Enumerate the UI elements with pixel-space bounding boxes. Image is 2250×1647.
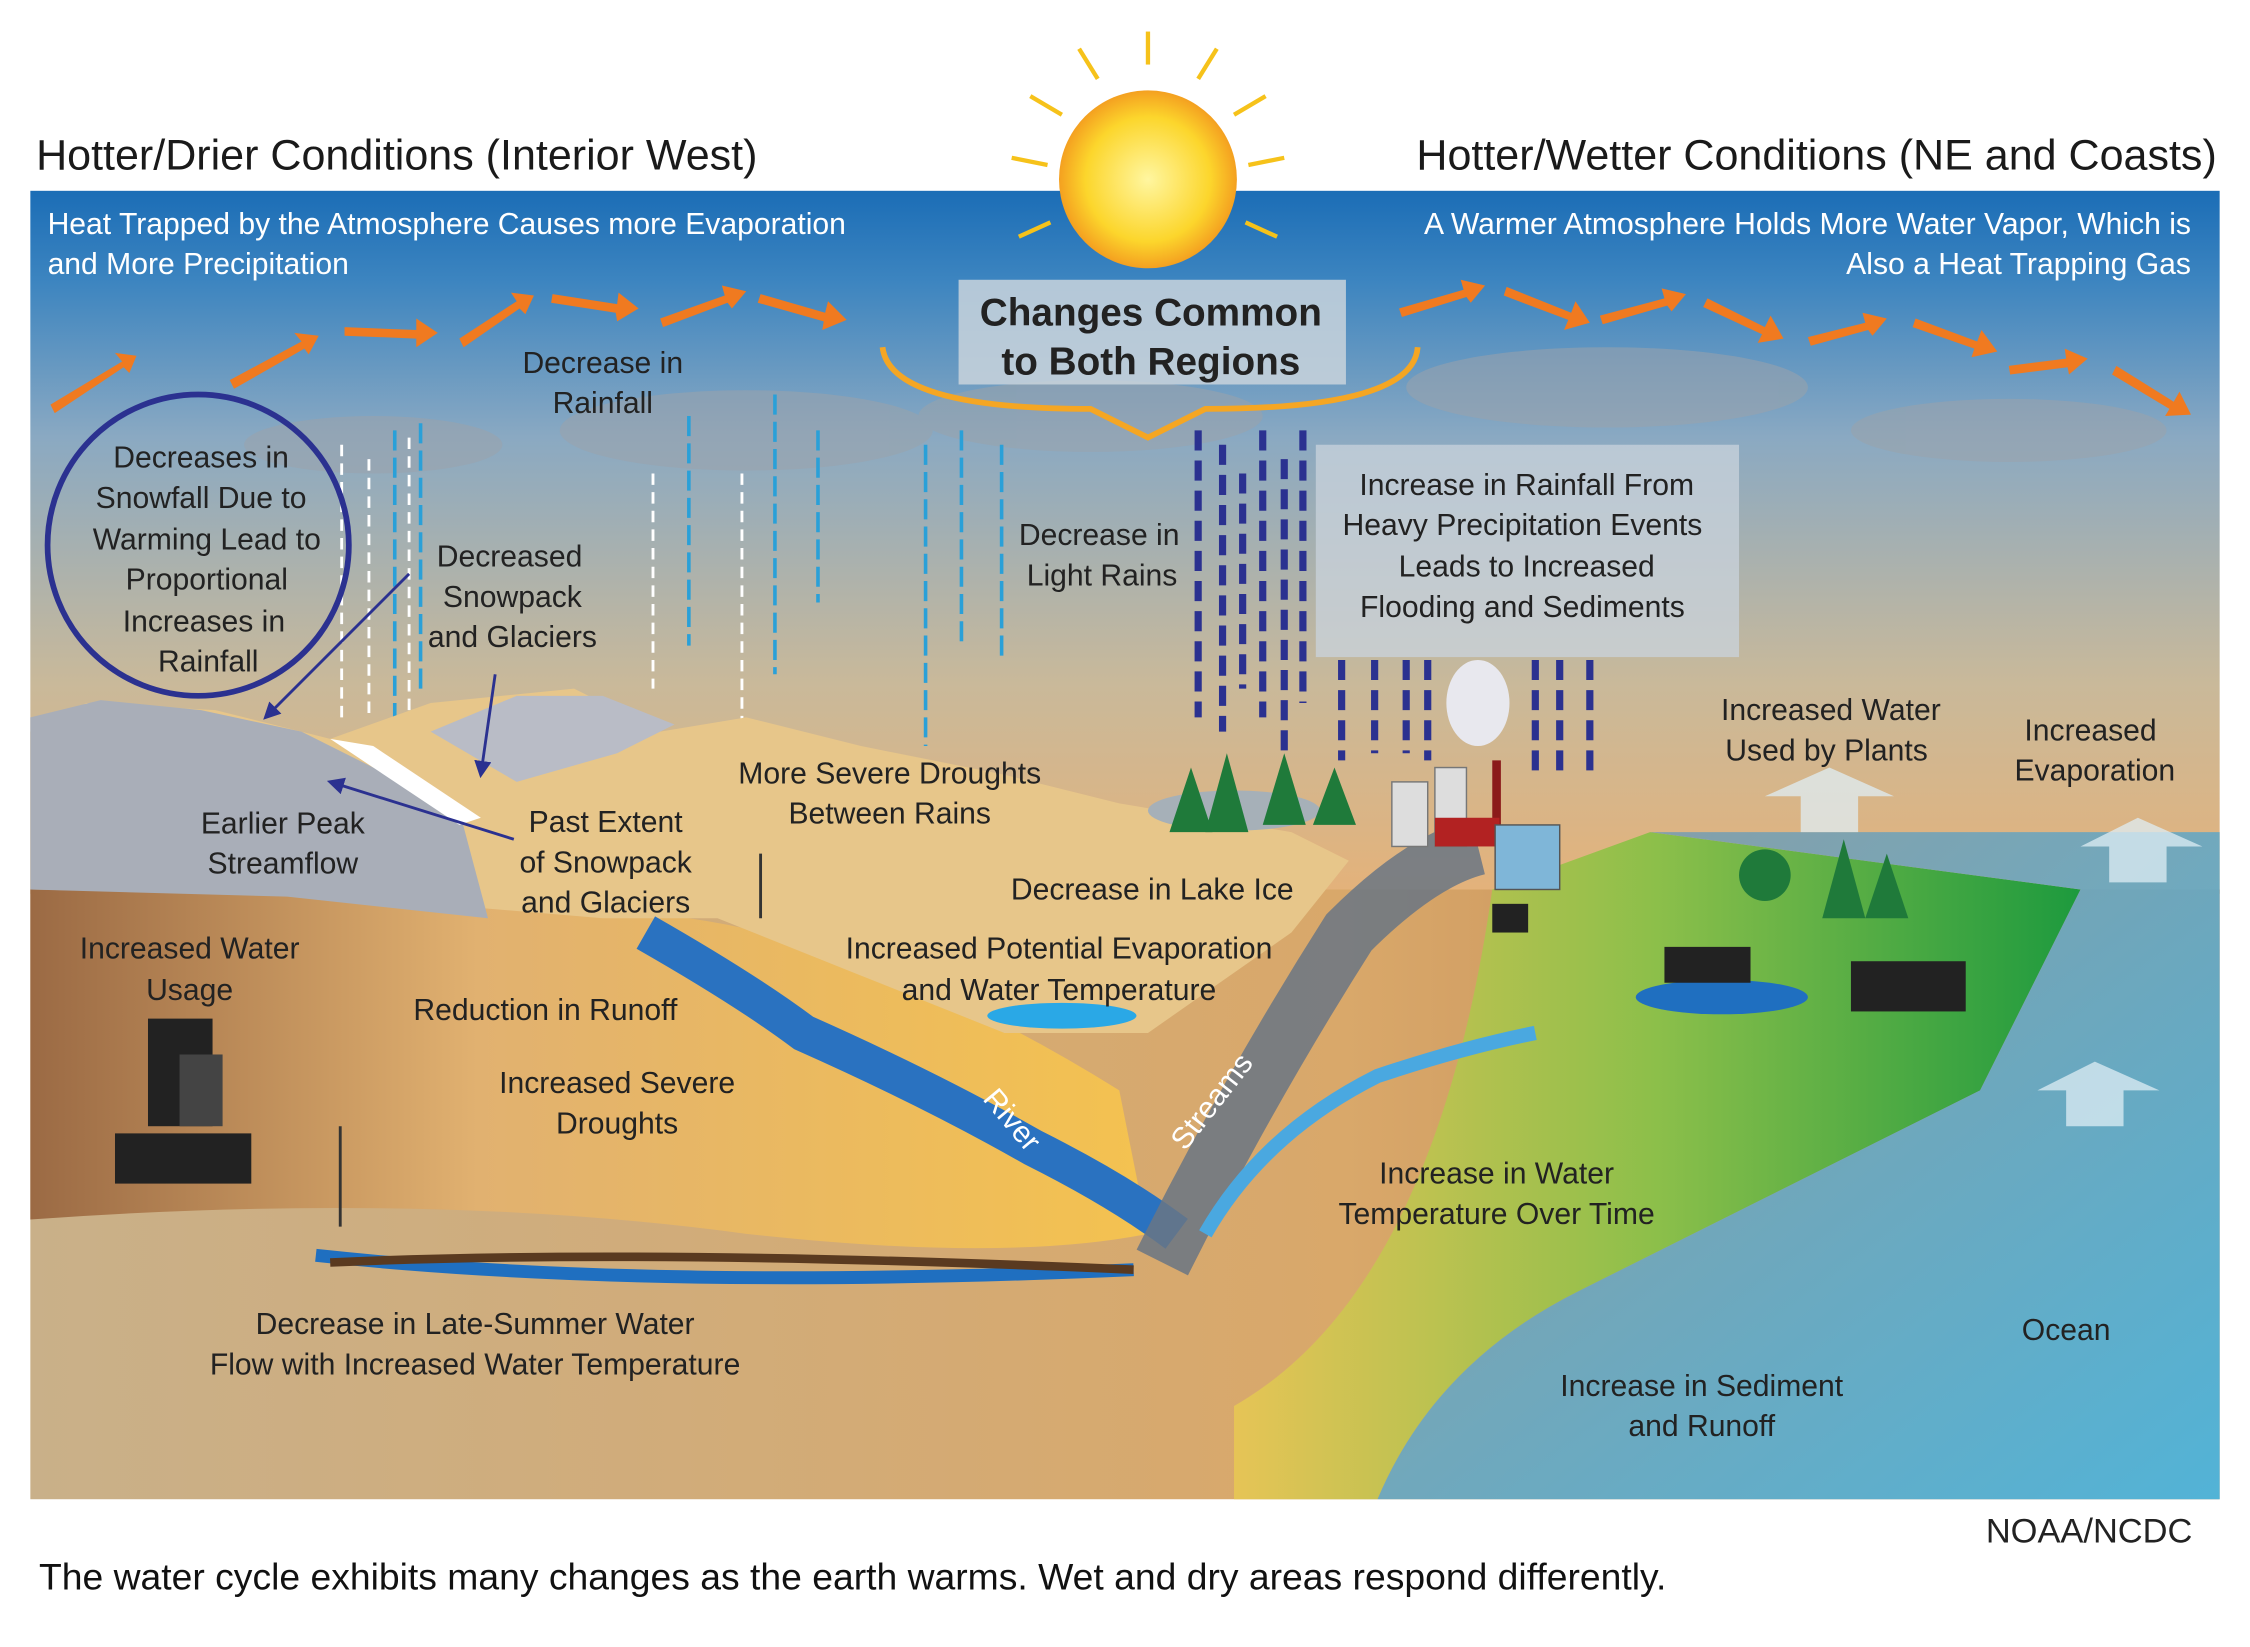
riverbed: [329, 1252, 1134, 1274]
label-heavy-2: Heavy Precipitation Events: [1342, 509, 1702, 542]
label-past-extent-1: Past Extent: [529, 806, 684, 839]
label-sediment-1: Increase in Sediment: [1560, 1370, 1843, 1403]
label-droughts-between-1: More Severe Droughts: [738, 757, 1041, 790]
light-rain: [392, 394, 1004, 747]
header-right-line1: A Warmer Atmosphere Holds More Water Vap…: [1424, 208, 2191, 241]
label-past-extent-3: and Glaciers: [521, 886, 690, 919]
label-snowfall-1: Decreases in: [113, 442, 289, 475]
label-light-rains-1: Decrease in: [1019, 519, 1180, 552]
mountain-left: [30, 700, 489, 919]
label-earlier-peak-1: Earlier Peak: [201, 808, 366, 841]
label-past-extent-2: of Snowpack: [519, 846, 692, 879]
label-snowfall-6: Rainfall: [158, 645, 258, 678]
factory-icon: [1391, 659, 1561, 891]
label-water-temp-1: Increase in Water: [1379, 1158, 1614, 1191]
label-snowfall-5: Increases in: [123, 605, 285, 638]
credit: NOAA/NCDC: [1986, 1512, 2193, 1550]
clouds: [244, 347, 2167, 474]
streams: [1136, 818, 1486, 1276]
label-water-usage-2: Usage: [146, 974, 233, 1007]
label-sediment-2: and Runoff: [1628, 1410, 1775, 1443]
label-snowpack-3: and Glaciers: [428, 621, 597, 654]
dry-land: [30, 889, 1148, 1249]
label-heavy-4: Flooding and Sediments: [1360, 591, 1685, 624]
label-snowfall-3: Warming Lead to: [93, 523, 321, 556]
river: [636, 916, 1188, 1249]
label-snowpack-2: Snowpack: [443, 581, 583, 614]
stream-blue: [1199, 1025, 1537, 1238]
label-severe-droughts-1: Increased Severe: [499, 1067, 735, 1100]
label-lake-ice: Decrease in Lake Ice: [1011, 874, 1294, 907]
vapor-plumes: [1764, 767, 2203, 1127]
common-box-line1: Changes Common: [980, 292, 1322, 335]
header-left-line2: and More Precipitation: [48, 248, 349, 281]
label-late-summer-2: Flow with Increased Water Temperature: [210, 1348, 740, 1381]
label-snowpack-1: Decreased: [437, 541, 583, 574]
header-left-line1: Heat Trapped by the Atmosphere Causes mo…: [48, 208, 846, 241]
snowfall-cycle-icon: [44, 391, 352, 699]
lake: [987, 1002, 1137, 1029]
sun-icon: [1011, 31, 1285, 269]
header-right-line2: Also a Heat Trapping Gas: [1846, 248, 2191, 281]
heat-arrows: [50, 279, 2191, 417]
trees-icon: [1169, 753, 1909, 919]
common-box-line2: to Both Regions: [1001, 340, 1300, 383]
label-runoff: Reduction in Runoff: [413, 994, 678, 1027]
mountain-right: [430, 695, 675, 782]
label-late-summer-1: Decrease in Late-Summer Water: [256, 1308, 695, 1341]
houses-icon: [114, 903, 1966, 1184]
windmill-icon: [338, 853, 763, 1227]
label-plants-2: Used by Plants: [1725, 734, 1928, 767]
label-water-temp-2: Temperature Over Time: [1338, 1198, 1654, 1231]
snowpack: [330, 738, 481, 825]
label-heavy-1: Increase in Rainfall From: [1359, 469, 1694, 502]
label-decrease-rainfall-1: Decrease in: [522, 347, 683, 380]
pond: [1635, 979, 1808, 1015]
ocean: [1377, 832, 2220, 1500]
heavy-precip-box: [1315, 444, 1740, 658]
label-potential-evap-1: Increased Potential Evaporation: [846, 932, 1273, 965]
title-left: Hotter/Drier Conditions (Interior West): [36, 131, 757, 179]
label-water-usage-1: Increased Water: [80, 932, 300, 965]
common-box: [958, 279, 1346, 385]
label-severe-droughts-2: Droughts: [556, 1107, 678, 1140]
label-decrease-rainfall-2: Rainfall: [553, 387, 653, 420]
late-summer-flow: [315, 1248, 1134, 1285]
label-earlier-peak-2: Streamflow: [208, 848, 359, 881]
skyscrapers-icon: [147, 1018, 223, 1127]
title-right: Hotter/Wetter Conditions (NE and Coasts): [1416, 131, 2216, 179]
label-snowfall-4: Proportional: [126, 564, 288, 597]
label-potential-evap-2: and Water Temperature: [902, 974, 1217, 1007]
label-droughts-between-2: Between Rains: [788, 797, 991, 830]
pointer-arrows: [263, 572, 515, 841]
caption: The water cycle exhibits many changes as…: [39, 1556, 1666, 1598]
heavy-rain: [1194, 430, 1594, 775]
label-evaporation-1: Increased: [2024, 714, 2156, 747]
label-ocean: Ocean: [2022, 1314, 2111, 1347]
label-heavy-3: Leads to Increased: [1399, 551, 1655, 584]
label-snowfall-2: Snowfall Due to: [96, 482, 307, 515]
label-light-rains-2: Light Rains: [1027, 559, 1178, 592]
common-brace: [879, 346, 1421, 441]
label-evaporation-2: Evaporation: [2014, 754, 2175, 787]
label-plants-1: Increased Water: [1721, 694, 1941, 727]
